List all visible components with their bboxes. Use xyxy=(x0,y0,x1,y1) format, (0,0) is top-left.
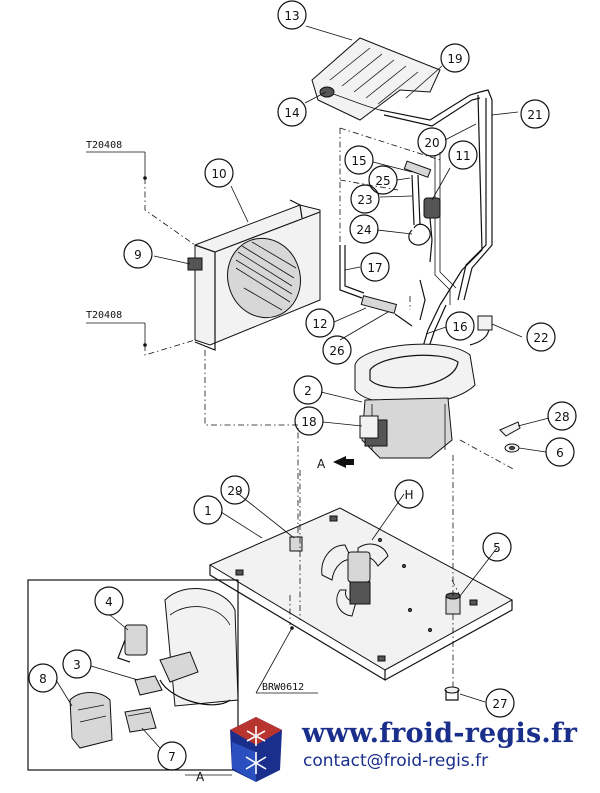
svg-text:6: 6 xyxy=(556,446,564,460)
feet-and-studs xyxy=(289,536,461,701)
callout: 29 xyxy=(220,475,250,505)
callout: 5 xyxy=(482,532,512,562)
reference-code-top: T20408 xyxy=(86,140,122,151)
svg-text:24: 24 xyxy=(356,223,371,237)
view-marker-label: A xyxy=(317,457,326,471)
callout: 23 xyxy=(350,184,380,214)
svg-text:22: 22 xyxy=(533,331,548,345)
view-arrow-a: A xyxy=(317,456,354,471)
svg-text:19: 19 xyxy=(447,52,462,66)
callout: 16 xyxy=(445,311,475,341)
callout: 28 xyxy=(547,401,577,431)
callout: 24 xyxy=(349,214,379,244)
contact-email-link[interactable]: contact@froid-regis.fr xyxy=(303,751,489,771)
svg-text:1: 1 xyxy=(204,504,212,518)
callout: H xyxy=(394,479,424,509)
evaporator-coil xyxy=(311,37,481,127)
callout: 8 xyxy=(28,663,58,693)
svg-text:13: 13 xyxy=(284,9,299,23)
svg-text:16: 16 xyxy=(452,320,467,334)
svg-text:7: 7 xyxy=(168,750,176,764)
svg-text:8: 8 xyxy=(39,672,47,686)
svg-text:27: 27 xyxy=(492,697,507,711)
svg-text:2: 2 xyxy=(304,384,312,398)
svg-text:26: 26 xyxy=(329,344,344,358)
callout: 7 xyxy=(157,741,187,771)
reference-code-base: BRW0612 xyxy=(262,682,304,693)
condenser-frame xyxy=(187,199,321,351)
callout: 4 xyxy=(94,586,124,616)
svg-text:17: 17 xyxy=(367,261,382,275)
callout: 25 xyxy=(368,165,398,195)
svg-text:14: 14 xyxy=(284,106,299,120)
condenser-outlet-pipe xyxy=(339,245,413,327)
svg-text:10: 10 xyxy=(211,167,226,181)
svg-text:4: 4 xyxy=(105,595,113,609)
reference-codes: T20408 T20408 BRW0612 xyxy=(86,140,318,694)
callout: 26 xyxy=(322,335,352,365)
callout: 19 xyxy=(440,43,470,73)
callout: 9 xyxy=(123,239,153,269)
svg-text:12: 12 xyxy=(312,317,327,331)
assembly-guide-lines xyxy=(144,127,516,690)
callout: 20 xyxy=(417,127,447,157)
detail-view-label: A xyxy=(196,770,205,784)
svg-text:25: 25 xyxy=(375,174,390,188)
svg-text:H: H xyxy=(404,488,413,502)
snowflake-logo-icon xyxy=(230,717,282,782)
callout: 3 xyxy=(62,649,92,679)
callout: 15 xyxy=(344,145,374,175)
svg-text:29: 29 xyxy=(227,484,242,498)
callout: 22 xyxy=(526,322,556,352)
callout: 6 xyxy=(545,437,575,467)
mounting-hardware xyxy=(499,421,521,453)
callout: 10 xyxy=(204,158,234,188)
svg-text:18: 18 xyxy=(301,415,316,429)
svg-text:28: 28 xyxy=(554,410,569,424)
compressor-unit xyxy=(354,315,493,459)
condenser-fan xyxy=(321,543,389,617)
svg-text:11: 11 xyxy=(455,149,470,163)
callout: 21 xyxy=(520,99,550,129)
callout: 27 xyxy=(485,688,515,718)
detail-label-a: A xyxy=(185,770,232,784)
svg-text:5: 5 xyxy=(493,541,501,555)
callout: 2 xyxy=(293,375,323,405)
svg-text:3: 3 xyxy=(73,658,81,672)
callout: 14 xyxy=(277,97,307,127)
reference-code-bottom: T20408 xyxy=(86,310,122,321)
callout: 12 xyxy=(305,308,335,338)
callout: 11 xyxy=(448,140,478,170)
website-link[interactable]: www.froid-regis.fr xyxy=(302,718,578,749)
callout: 1 xyxy=(193,495,223,525)
filter-drier-assembly xyxy=(403,160,441,263)
svg-text:20: 20 xyxy=(424,136,439,150)
callout: 17 xyxy=(360,252,390,282)
svg-text:21: 21 xyxy=(527,108,542,122)
callout-circles: 13 19 14 21 20 15 11 25 23 24 10 9 17 12… xyxy=(28,0,577,771)
callout: 13 xyxy=(277,0,307,30)
callout-leaders xyxy=(55,25,550,749)
svg-text:15: 15 xyxy=(351,154,366,168)
detail-view-a xyxy=(27,579,239,771)
svg-text:23: 23 xyxy=(357,193,372,207)
svg-text:9: 9 xyxy=(134,248,142,262)
refrigerant-tubing xyxy=(419,89,493,351)
callout: 18 xyxy=(294,406,324,436)
